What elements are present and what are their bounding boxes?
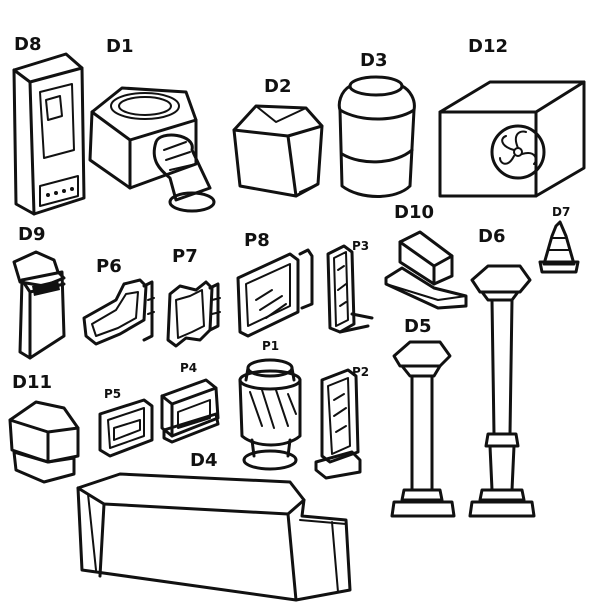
label-d12: D12 xyxy=(468,36,508,57)
d8-kiosk xyxy=(12,52,86,216)
label-d6: D6 xyxy=(478,226,505,247)
label-p4: P4 xyxy=(180,361,197,375)
label-p1: P1 xyxy=(262,339,279,353)
d4-long-box xyxy=(76,472,352,602)
label-d8: D8 xyxy=(14,34,41,55)
d7-cone xyxy=(538,220,580,274)
label-d2: D2 xyxy=(264,76,291,97)
label-p5: P5 xyxy=(104,387,121,401)
label-p7: P7 xyxy=(172,246,198,267)
d6-column xyxy=(468,264,536,518)
d12-condenser-unit xyxy=(438,80,586,198)
d1-duct-unit xyxy=(88,86,216,213)
d10-bench xyxy=(384,230,468,310)
p2-panel xyxy=(314,368,362,480)
label-d4: D4 xyxy=(190,450,217,471)
label-p3: P3 xyxy=(352,239,369,253)
d3-cylinder xyxy=(337,75,416,198)
p8-panel xyxy=(236,248,314,338)
label-d7: D7 xyxy=(552,205,570,219)
label-d5: D5 xyxy=(404,316,431,337)
label-d3: D3 xyxy=(360,50,387,71)
p7-panel xyxy=(166,280,221,348)
label-p6: P6 xyxy=(96,256,122,277)
label-d9: D9 xyxy=(18,224,45,245)
label-p2: P2 xyxy=(352,365,369,379)
p4-panel xyxy=(160,378,220,444)
label-d1: D1 xyxy=(106,36,133,57)
d5-column xyxy=(390,340,456,518)
p1-cylinder xyxy=(238,358,302,471)
d9-bin xyxy=(12,250,66,360)
p3-panel xyxy=(326,244,374,334)
p5-panel xyxy=(98,398,154,458)
label-d10: D10 xyxy=(394,202,434,223)
d2-beveled-cube xyxy=(232,104,324,198)
label-d11: D11 xyxy=(12,372,52,393)
d11-box xyxy=(8,400,80,484)
label-p8: P8 xyxy=(244,230,270,251)
p6-panel xyxy=(82,278,155,346)
